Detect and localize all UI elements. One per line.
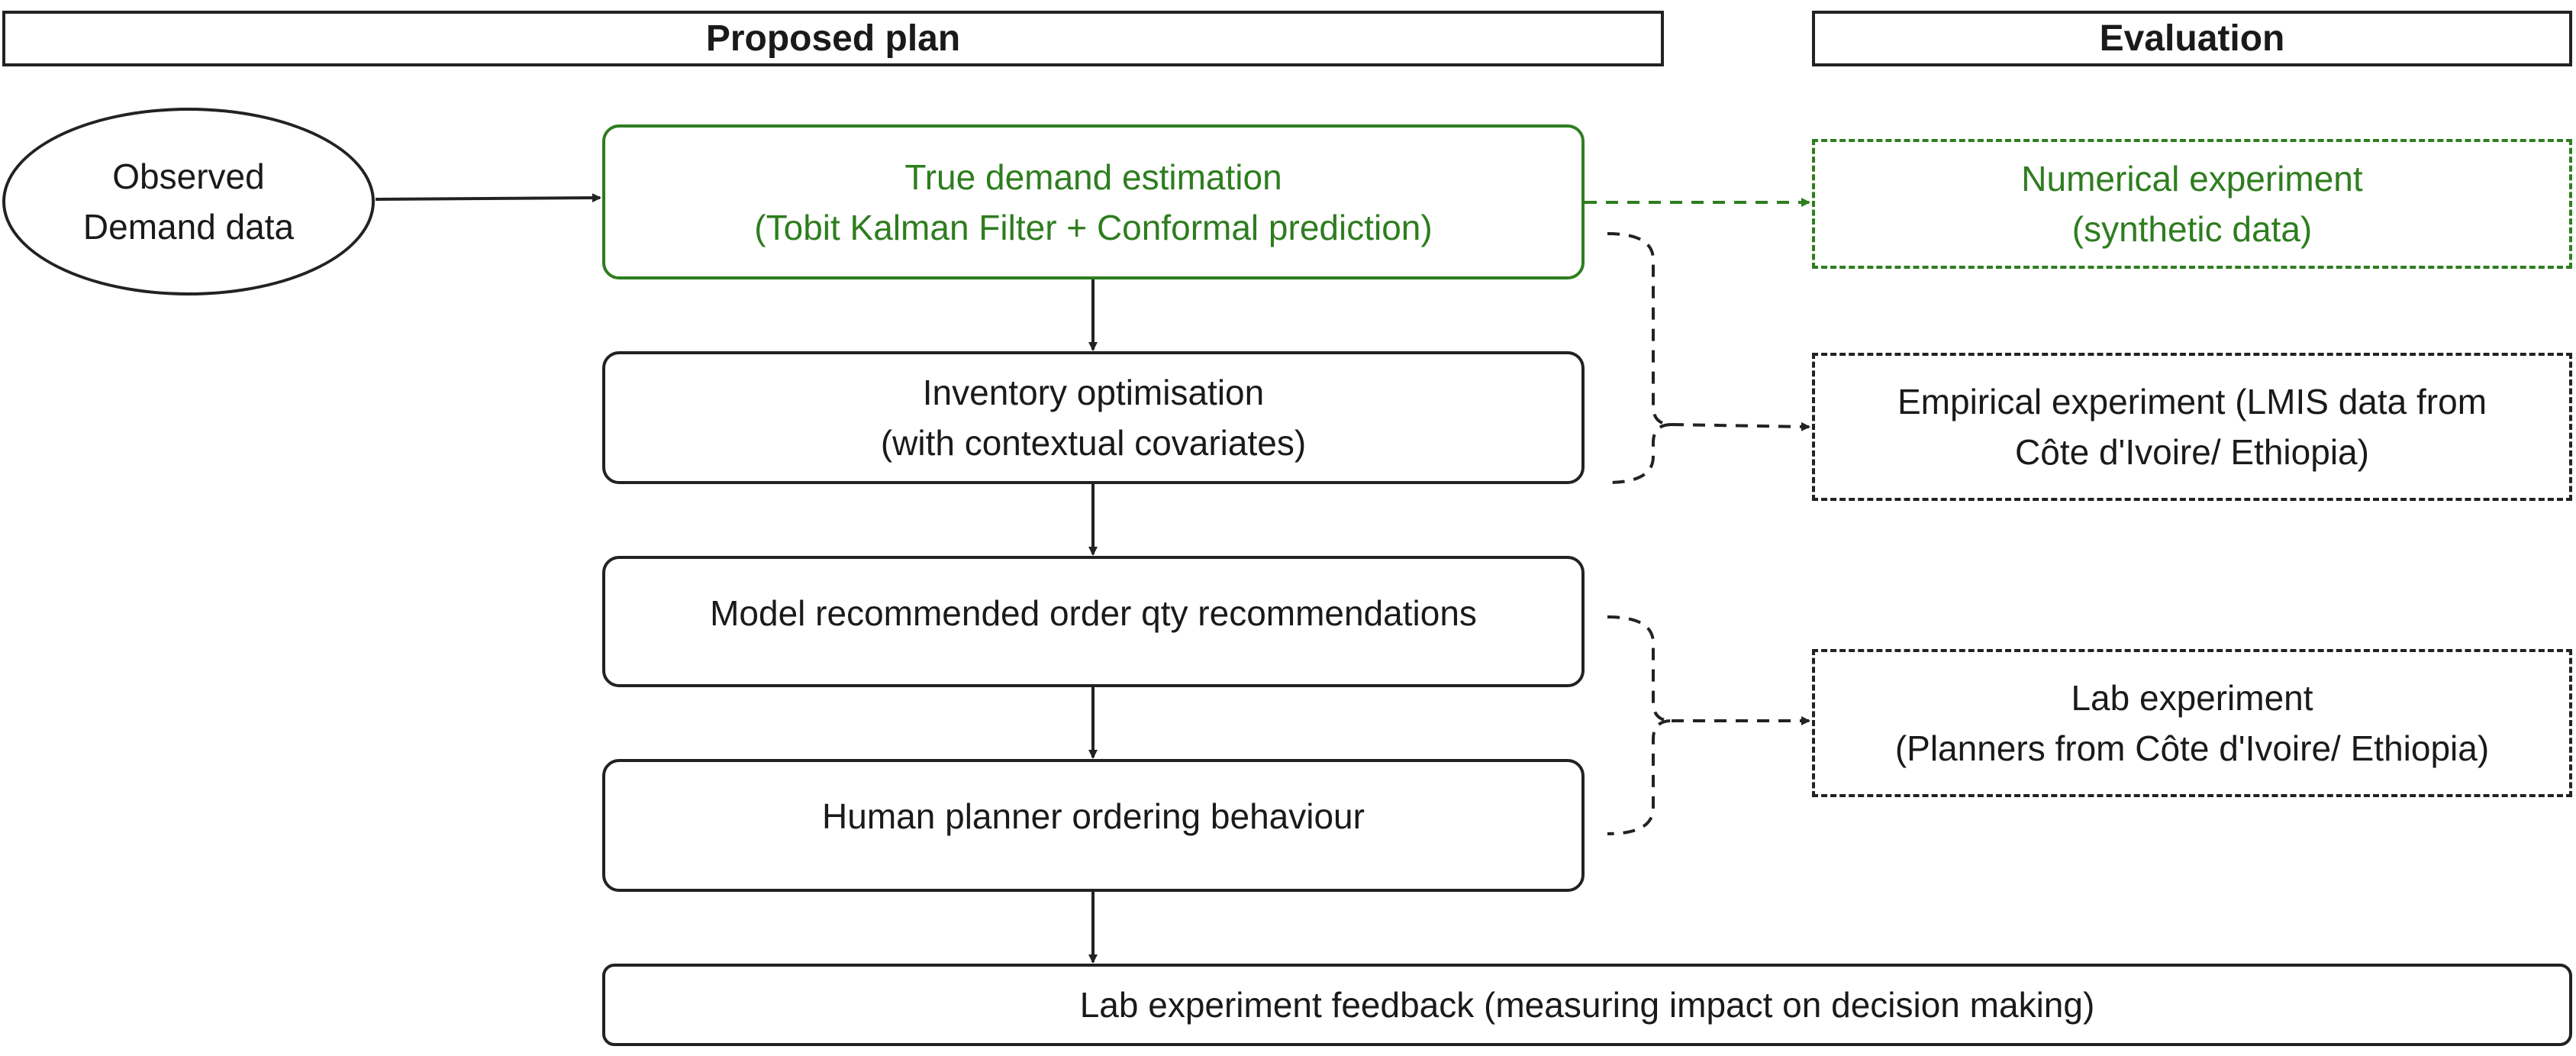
empirical-line2: Côte d'Ivoire/ Ethiopia) — [2015, 432, 2369, 472]
observed-demand-line2: Demand data — [82, 207, 295, 247]
evaluation-header: Evaluation — [1812, 11, 2572, 66]
observed-demand-line1: Observed — [112, 157, 265, 196]
arrow-input-to-true-demand — [375, 193, 601, 203]
arrow-to-empirical — [1671, 421, 1810, 431]
bracket-to-empirical — [1607, 232, 1672, 484]
lab-experiment-feedback-node: Lab experiment feedback (measuring impac… — [602, 964, 2572, 1046]
numerical-line1: Numerical experiment — [2021, 159, 2363, 199]
true-demand-line1: True demand estimation — [904, 157, 1282, 197]
inventory-line2: (with contextual covariates) — [880, 423, 1307, 463]
model-recommended-line1: Model recommended order qty recommendati… — [710, 593, 1477, 633]
inventory-optimisation-node: Inventory optimisation (with contextual … — [602, 351, 1585, 484]
lab-experiment-node: Lab experiment (Planners from Côte d'Ivo… — [1812, 649, 2572, 797]
empirical-experiment-node: Empirical experiment (LMIS data from Côt… — [1812, 353, 2572, 501]
empirical-line1: Empirical experiment (LMIS data from — [1897, 382, 2487, 421]
inventory-line1: Inventory optimisation — [922, 373, 1265, 412]
lab-feedback-line1: Lab experiment feedback (measuring impac… — [1079, 985, 2095, 1025]
lab-line1: Lab experiment — [2071, 678, 2313, 718]
numerical-line2: (synthetic data) — [2071, 209, 2313, 249]
evaluation-header-label: Evaluation — [2099, 18, 2285, 59]
bracket-to-lab — [1607, 615, 1672, 835]
human-planner-node: Human planner ordering behaviour — [602, 759, 1585, 892]
lab-line2: (Planners from Côte d'Ivoire/ Ethiopia) — [1894, 728, 2490, 768]
model-recommended-node: Model recommended order qty recommendati… — [602, 556, 1585, 687]
proposed-plan-header: Proposed plan — [2, 11, 1664, 66]
human-planner-line1: Human planner ordering behaviour — [822, 796, 1365, 836]
true-demand-estimation-node: True demand estimation (Tobit Kalman Fil… — [602, 124, 1585, 279]
proposed-plan-header-label: Proposed plan — [705, 18, 961, 59]
observed-demand-data-node: Observed Demand data — [2, 108, 375, 295]
numerical-experiment-node: Numerical experiment (synthetic data) — [1812, 139, 2572, 269]
true-demand-line2: (Tobit Kalman Filter + Conformal predict… — [754, 207, 1433, 247]
